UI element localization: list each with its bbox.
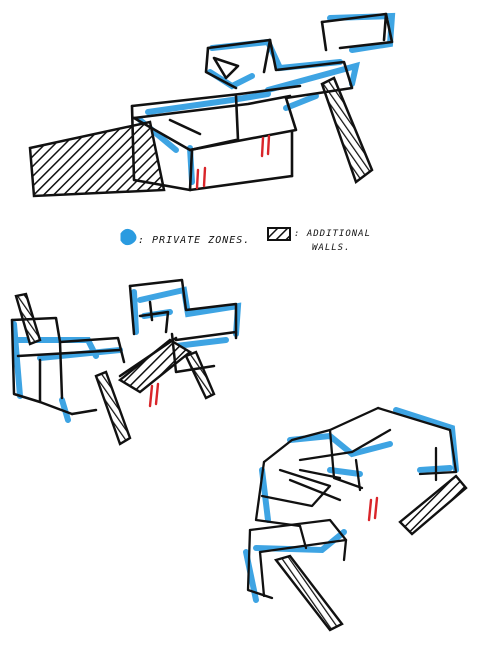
massing-linework [246, 406, 458, 600]
additional-wall-center [117, 338, 193, 394]
additional-wall-right [184, 350, 216, 400]
additional-wall-right [398, 474, 468, 536]
additional-wall-left [28, 120, 166, 198]
legend: : PRIVATE ZONES. : ADDITIONAL WALLS. [120, 227, 371, 253]
sketch-middle [10, 278, 242, 446]
sketch-bottom [243, 406, 468, 632]
human-figures [367, 496, 379, 522]
additional-walls-swatch-icon [267, 227, 291, 241]
private-zone-swatch-icon [120, 228, 137, 246]
human-figures [148, 382, 160, 408]
sketch-top [28, 12, 396, 198]
additional-wall-front [94, 370, 132, 446]
additional-walls-label: : ADDITIONAL [294, 229, 371, 239]
additional-wall-right [320, 76, 374, 185]
human-figures [195, 134, 271, 190]
massing-linework [130, 12, 394, 192]
private-zones-label: : PRIVATE ZONES. [138, 235, 250, 246]
additional-walls-label-line2: WALLS. [312, 243, 351, 253]
massing-linework [10, 278, 238, 416]
additional-wall-front [273, 554, 344, 632]
